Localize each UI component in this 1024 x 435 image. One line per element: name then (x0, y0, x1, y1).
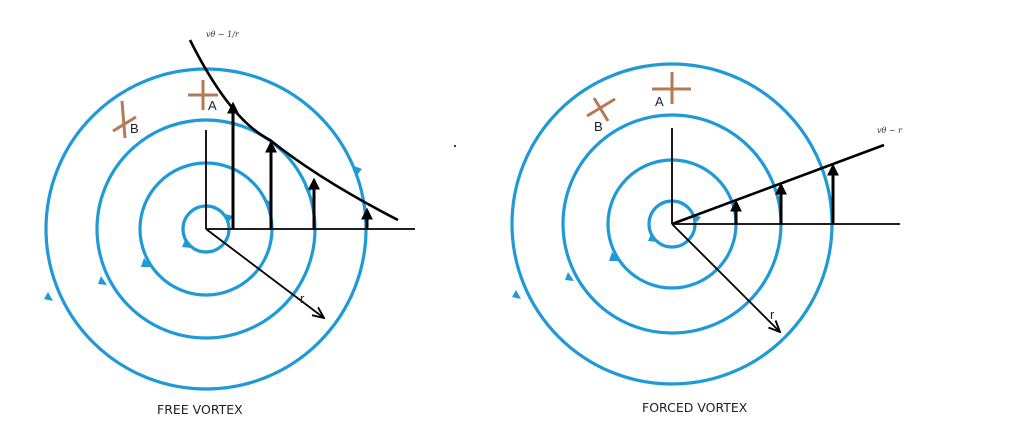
flow-direction-icon (694, 215, 701, 222)
velocity-profile-line (671, 143, 885, 226)
flow-direction-icon (141, 258, 151, 267)
free-vortex-panel: r vθ ~ 1/r A B FREE VORTEX (44, 30, 415, 417)
flow-direction-icon (512, 290, 521, 299)
flow-direction-icon (354, 166, 362, 175)
marker-b (112, 100, 137, 139)
flow-direction-icon (609, 252, 619, 261)
flow-direction-icon (565, 272, 574, 281)
marker-b-label: B (594, 119, 603, 134)
flow-direction-icon (44, 292, 53, 301)
caption: FORCED VORTEX (642, 400, 748, 415)
radius-label: r (300, 291, 305, 306)
marker-a-label: A (655, 94, 664, 109)
marker-a (652, 72, 691, 104)
marker-a-label: A (208, 98, 217, 113)
marker-b-label: B (130, 121, 139, 136)
relation-label: vθ ~ 1/r (206, 30, 240, 39)
marker-b (586, 97, 616, 122)
relation-label: vθ ~ r (877, 126, 903, 135)
radius-arrow (205, 228, 324, 318)
stray-dot (454, 145, 456, 147)
flow-direction-icon (648, 234, 657, 242)
flow-direction-icon (225, 214, 233, 222)
radius-label: r (770, 307, 775, 322)
radius-arrow (671, 223, 780, 332)
velocity-profile-curve (188, 39, 399, 222)
marker-a (188, 80, 218, 110)
caption: FREE VORTEX (157, 402, 243, 417)
forced-vortex-panel: r vθ ~ r A B FORCED VORTEX (510, 62, 903, 415)
flow-direction-icon (98, 276, 107, 285)
flow-direction-icon (182, 240, 191, 248)
